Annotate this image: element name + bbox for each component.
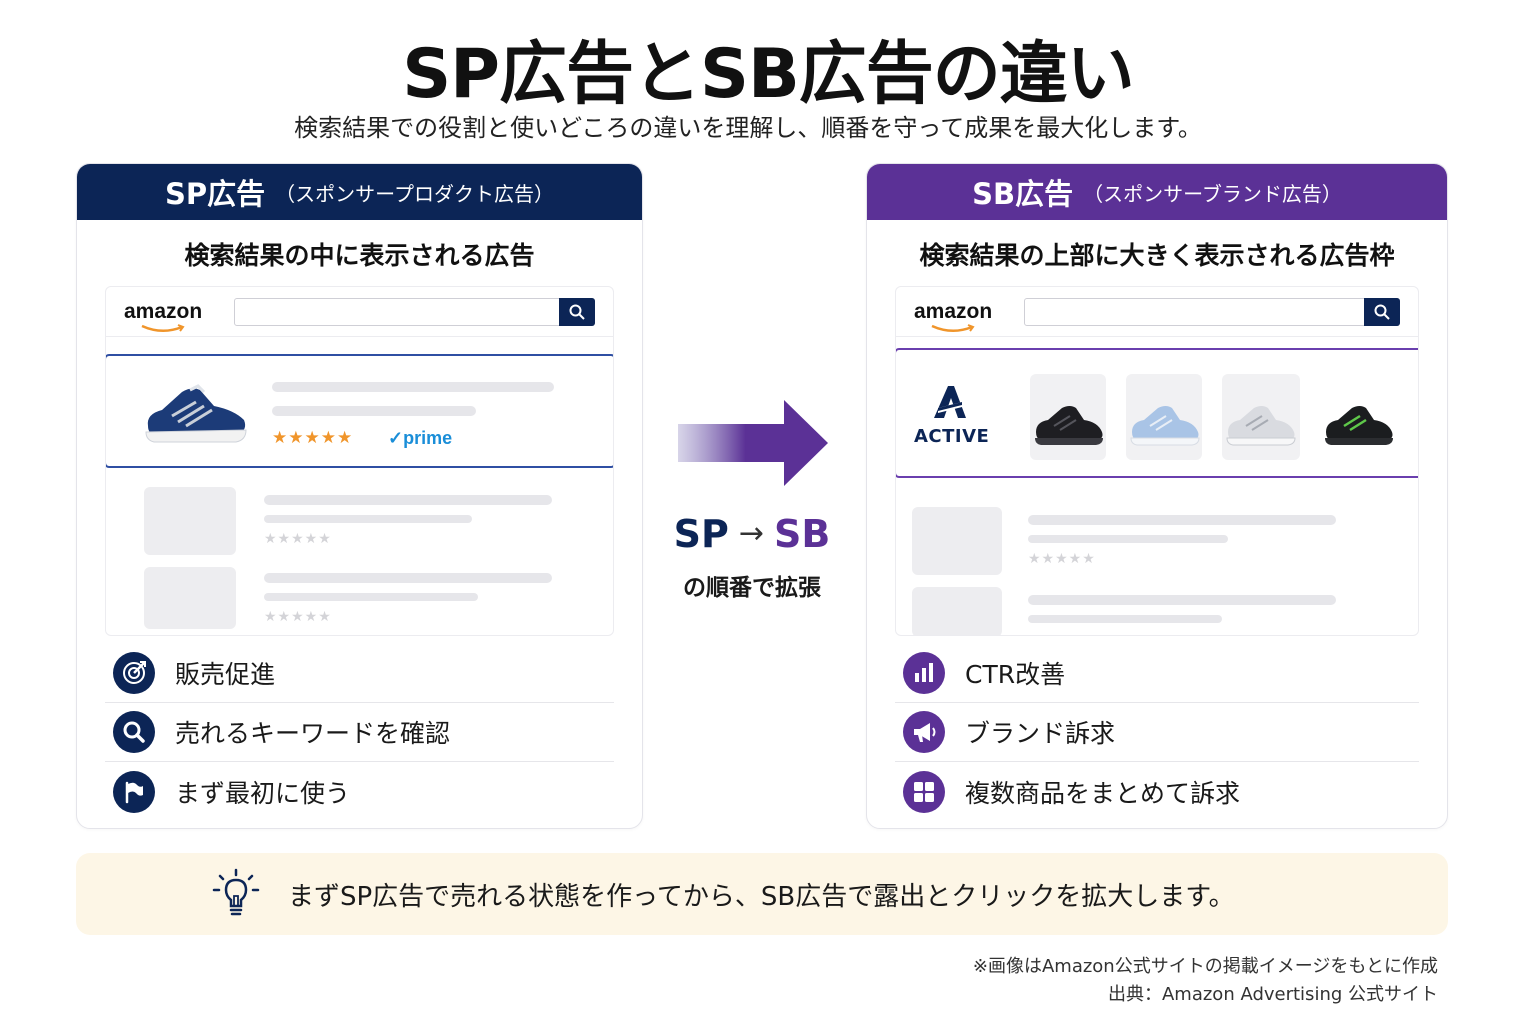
- sp-search-input[interactable]: [234, 297, 595, 326]
- flow-label: SP → SB: [652, 512, 852, 556]
- bar-chart-icon: [903, 652, 945, 694]
- search-icon: [569, 304, 585, 320]
- sp-ad-highlight[interactable]: ★★★★★ ✓prime: [106, 354, 613, 468]
- sp-feature-list: 販売促進 売れるキーワードを確認 まず最初に使う: [105, 644, 614, 821]
- sb-search-input[interactable]: [1024, 297, 1400, 326]
- grid-icon: [903, 770, 945, 813]
- sp-search-button[interactable]: [559, 297, 595, 326]
- sb-search-button[interactable]: [1364, 297, 1400, 326]
- page-subtitle: 検索結果での役割と使いどころの違いを理解し、順番を守って成果を最大化します。: [294, 114, 1202, 142]
- megaphone-icon: [903, 711, 945, 753]
- flow-from: SP: [673, 512, 729, 556]
- sp-panel: SP広告 （スポンサープロダクト広告） 検索結果の中に表示される広告 amazo…: [76, 163, 643, 829]
- flow-arrow: →: [738, 516, 764, 551]
- right-arrow-icon: [678, 400, 828, 486]
- target-icon: [113, 652, 155, 694]
- feature-label: 複数商品をまとめて訴求: [965, 778, 1241, 808]
- amazon-smile-icon: [931, 323, 975, 332]
- sb-feature-list: CTR改善 ブランド訴求 複数商品をまとめて訴求: [895, 644, 1419, 821]
- sb-search-bar: amazon: [896, 287, 1418, 337]
- sneaker-lightblue-image: [1130, 406, 1200, 446]
- feature-label: 売れるキーワードを確認: [175, 719, 451, 748]
- flow-caption: の順番で拡張: [683, 575, 821, 601]
- sp-panel-title-sub: （スポンサープロダクト広告）: [275, 181, 554, 206]
- active-brand-logo-icon: [934, 386, 966, 418]
- image-note: ※画像はAmazon公式サイトの掲載イメージをもとに作成: [972, 956, 1438, 977]
- placeholder-image: [144, 567, 236, 629]
- sneaker-white-image: [1226, 406, 1296, 446]
- list-item: 売れるキーワードを確認: [105, 703, 614, 762]
- sb-search-mockup: amazon ACTIVE: [895, 286, 1419, 636]
- sp-search-bar: amazon: [106, 287, 613, 337]
- list-item: ブランド訴求: [895, 703, 1419, 762]
- rating-stars: ★★★★★: [272, 428, 354, 448]
- page-title: SP広告とSB広告の違い: [402, 35, 1135, 114]
- search-icon: [1374, 304, 1390, 320]
- sb-panel: SB広告 （スポンサーブランド広告） 検索結果の上部に大きく表示される広告枠 a…: [866, 163, 1448, 829]
- sneaker-black-image: [1035, 406, 1103, 445]
- sb-panel-title-sub: （スポンサーブランド広告）: [1083, 181, 1342, 206]
- sp-panel-description: 検索結果の中に表示される広告: [184, 241, 535, 270]
- feature-label: ブランド訴求: [965, 719, 1116, 748]
- placeholder-image: [144, 487, 236, 555]
- feature-label: CTR改善: [965, 660, 1066, 689]
- flow-to: SB: [774, 512, 831, 556]
- sb-panel-header: SB広告 （スポンサーブランド広告）: [867, 164, 1447, 220]
- feature-label: まず最初に使う: [175, 778, 351, 808]
- amazon-logo: amazon: [914, 300, 1006, 332]
- source-note: 出典：Amazon Advertising 公式サイト: [1107, 984, 1438, 1005]
- sb-panel-title: SB広告: [972, 177, 1074, 211]
- amazon-smile-icon: [141, 323, 185, 332]
- sp-panel-header: SP広告 （スポンサープロダクト広告）: [77, 164, 642, 220]
- tip-text: まずSP広告で売れる状態を作ってから、SB広告で露出とクリックを拡大します。: [288, 881, 1235, 912]
- brand-name: ACTIVE: [914, 426, 990, 447]
- lightbulb-icon: [212, 868, 260, 916]
- sneaker-navy-image: [145, 384, 247, 443]
- list-item: 複数商品をまとめて訴求: [895, 762, 1419, 821]
- placeholder-image: [912, 507, 1002, 575]
- sneaker-black-green-image: [1325, 406, 1393, 445]
- sp-to-sb-arrow: [678, 400, 830, 486]
- prime-badge: ✓prime: [388, 428, 453, 448]
- feature-label: 販売促進: [175, 660, 276, 689]
- list-item: まず最初に使う: [105, 762, 614, 821]
- placeholder-image: [912, 587, 1002, 635]
- amazon-logo: amazon: [124, 300, 216, 332]
- sp-panel-title: SP広告: [165, 177, 266, 211]
- search-icon: [113, 711, 155, 753]
- sp-search-mockup: amazon ★★★★★ ✓prime ★★★★★: [105, 286, 614, 636]
- list-item: CTR改善: [895, 644, 1419, 703]
- list-item: 販売促進: [105, 644, 614, 703]
- flag-icon: [113, 770, 155, 813]
- sb-panel-description: 検索結果の上部に大きく表示される広告枠: [919, 241, 1395, 270]
- sb-ad-highlight[interactable]: ACTIVE: [896, 348, 1418, 478]
- tip-banner: まずSP広告で売れる状態を作ってから、SB広告で露出とクリックを拡大します。: [76, 853, 1448, 935]
